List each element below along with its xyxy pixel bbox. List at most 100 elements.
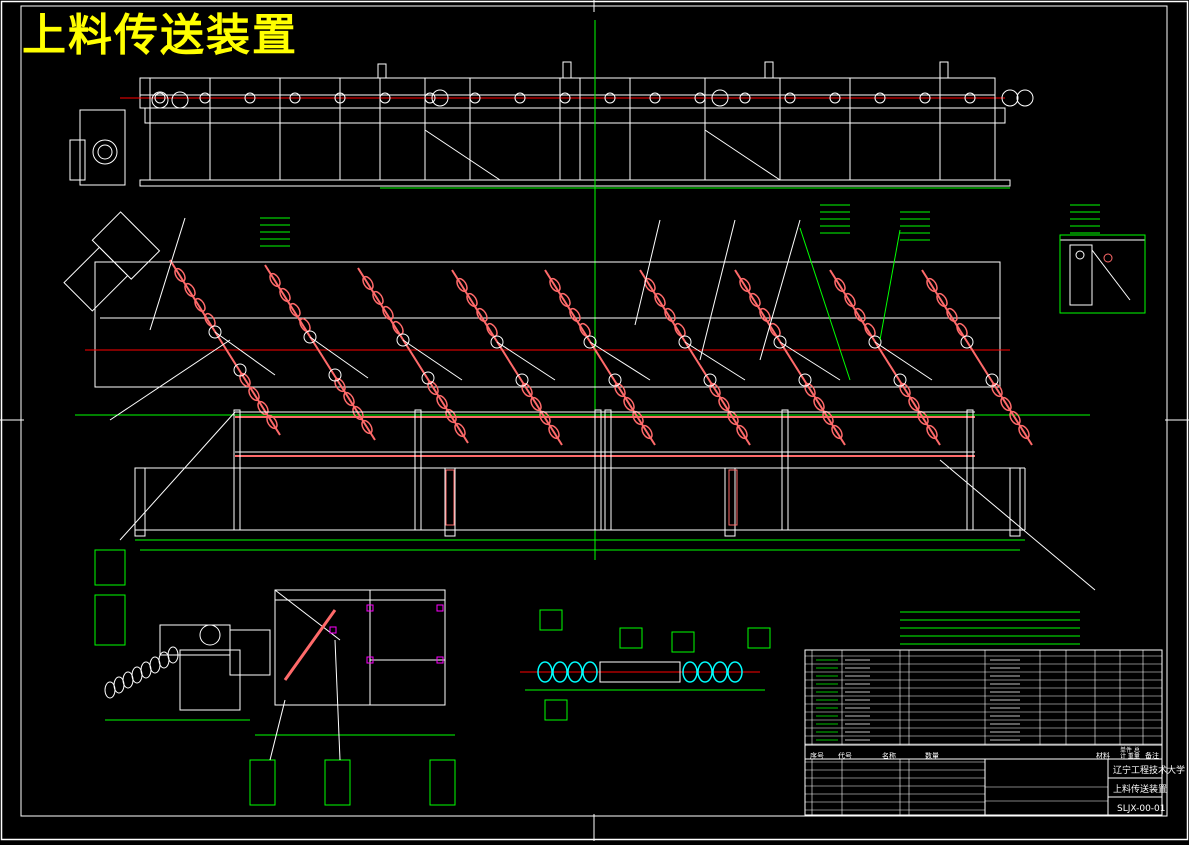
title-block-school: 辽宁工程技术大学 [1113,766,1186,776]
roller-disc [936,292,948,308]
roller-disc [436,394,448,410]
leader-line [879,229,901,341]
top-roller-small [784,92,796,104]
top-roller-small [604,92,616,104]
roller-disc [1009,410,1021,426]
roller-disc-detail [727,661,743,683]
note-block [747,627,771,649]
roller-bearing [773,335,787,349]
side-frame-outer [274,589,446,706]
top-base [139,179,1011,187]
roller-disc [926,424,938,440]
roller-bearing [583,335,597,349]
section-dim-box [1059,234,1146,314]
roller-assembly [921,269,1033,446]
roller-disc [466,292,478,308]
plan-drive-motor [63,211,161,312]
leg-post [134,467,146,537]
side-frame-detail [249,589,456,806]
roller-disc [718,396,730,412]
roller-disc [736,424,748,440]
roller-bearing [798,373,812,387]
top-roller-small [829,92,841,104]
top-brace-2 [704,129,781,181]
top-brace-1 [424,129,501,181]
bom-header-code: 代号 [838,752,852,760]
roller-disc [248,386,260,402]
roller-assembly [544,269,656,446]
roller-shaft [734,269,846,446]
title-block-drawing-no: SLJX-00-01 [1117,804,1166,814]
top-roller [711,89,729,107]
roller-disc [334,377,346,393]
roller-bearing [608,373,622,387]
roller-bearing [208,325,222,339]
upright-post [594,409,602,531]
roller-disc [184,282,196,298]
roller-bearing [960,335,974,349]
bolt-marker [329,626,337,634]
screw-flight [140,661,152,679]
leg-post [444,467,456,537]
roller-disc [654,292,666,308]
top-roller [1016,89,1034,107]
top-roller-small [559,92,571,104]
drive-motor-housing [79,109,126,186]
roller-disc [427,380,439,396]
roller-bearing [328,368,342,382]
roller-bearing [515,373,529,387]
roller-disc [289,302,301,318]
upright-post [781,409,789,531]
section-post [1069,244,1093,306]
top-roller-small [379,92,391,104]
roller-disc [709,382,721,398]
roller-disc [352,405,364,421]
roller-disc [813,396,825,412]
roller-disc [641,424,653,440]
roller-disc [279,287,291,303]
roller-disc-detail [712,661,728,683]
roller-assembly [169,259,281,436]
roller-disc [908,396,920,412]
side-frame-brace [274,589,341,641]
leg-post [724,467,736,537]
screw-flight [113,676,125,694]
roller-disc [991,382,1003,398]
roller-disc [269,272,281,288]
leader-line [634,219,661,326]
title-block-drawing-name: 上料传送装置 [1113,785,1168,795]
roller-disc [926,277,938,293]
roller-disc [382,305,394,321]
upright-post [604,409,612,531]
roller-disc [804,382,816,398]
leg-post [1009,467,1021,537]
roller-disc-detail [697,661,713,683]
note-block [539,609,563,631]
roller-assembly [829,269,941,446]
note-block [324,759,351,806]
drawing-title: 上料传送装置 [22,10,298,61]
roller-disc [899,382,911,398]
top-roller-small [964,92,976,104]
side-section-detail [1059,234,1146,314]
roller-disc [456,277,468,293]
roller-shaft [451,269,563,446]
roller-disc [749,292,761,308]
screw-flight [149,656,161,674]
upright-post [414,409,422,531]
roller-disc [521,382,533,398]
drive-screw [104,646,179,699]
note-label-block [900,211,930,241]
top-roller-small [514,92,526,104]
roller-disc [1018,424,1030,440]
drive-motor-base [69,139,86,181]
plan-frame-outer [94,261,1001,388]
leg-pad [728,469,738,526]
drive-chain-link [309,336,369,379]
leader-line [799,227,851,381]
note-block [671,631,695,653]
roller-bearing [303,330,317,344]
roller-shaft [357,267,469,444]
bom-header-qty: 数量 [925,752,939,760]
roller-disc-detail [582,661,598,683]
